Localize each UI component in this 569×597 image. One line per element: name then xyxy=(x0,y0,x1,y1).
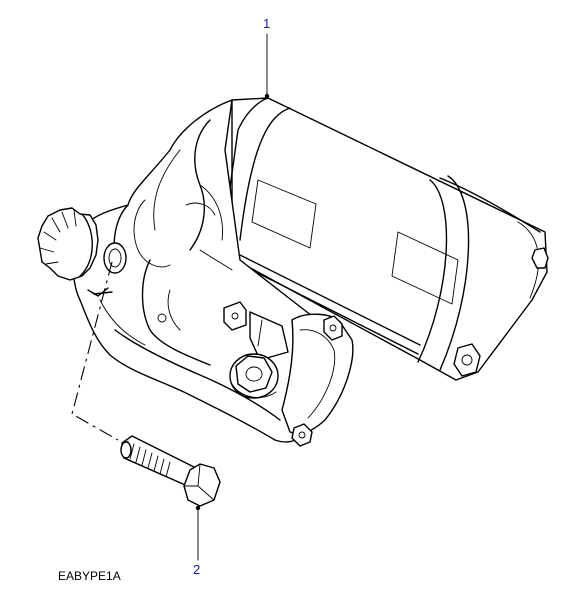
pinion-gear xyxy=(37,207,99,281)
terminal-nut xyxy=(229,353,279,399)
starter-motor-assembly[interactable] xyxy=(37,97,549,447)
callout-number-1: 1 xyxy=(263,16,270,31)
drawing-code: EABYPE1A xyxy=(58,569,121,583)
leader-line-1 xyxy=(264,33,270,99)
terminal-block xyxy=(281,313,354,447)
assembly-centre-line xyxy=(71,261,119,441)
callout-number-2: 2 xyxy=(193,562,200,577)
mounting-bolt[interactable] xyxy=(120,435,221,507)
leader-line-2 xyxy=(195,505,201,561)
solenoid-terminal xyxy=(223,301,289,361)
